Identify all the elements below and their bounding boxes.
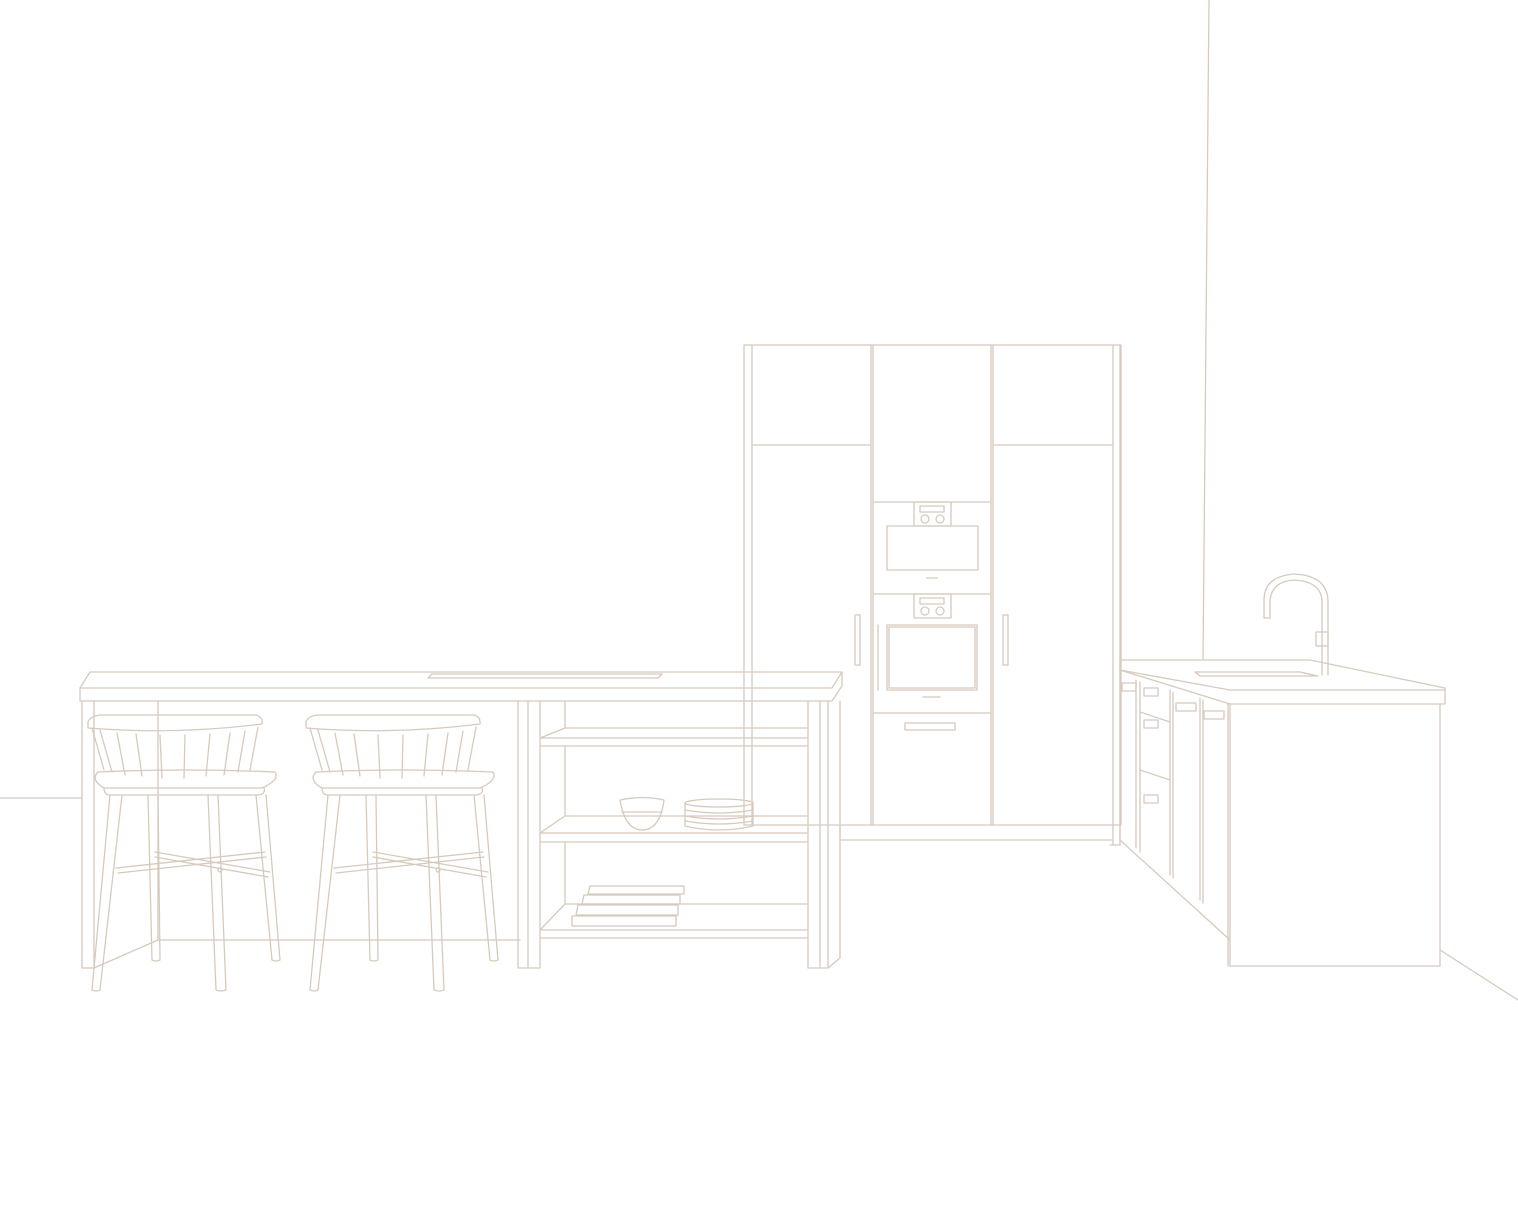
sink-counter xyxy=(1119,659,1446,967)
tall-cabinet-unit xyxy=(743,344,1122,846)
room-lines xyxy=(0,0,1518,1001)
kitchen-island xyxy=(79,671,843,969)
oven-upper xyxy=(886,501,979,579)
bowl xyxy=(619,796,665,831)
bar-stool xyxy=(87,714,281,992)
plate-stack xyxy=(684,798,754,831)
book-stack xyxy=(571,885,685,927)
bar-stool xyxy=(305,714,499,992)
oven-lower xyxy=(877,593,978,731)
faucet xyxy=(1263,573,1329,676)
